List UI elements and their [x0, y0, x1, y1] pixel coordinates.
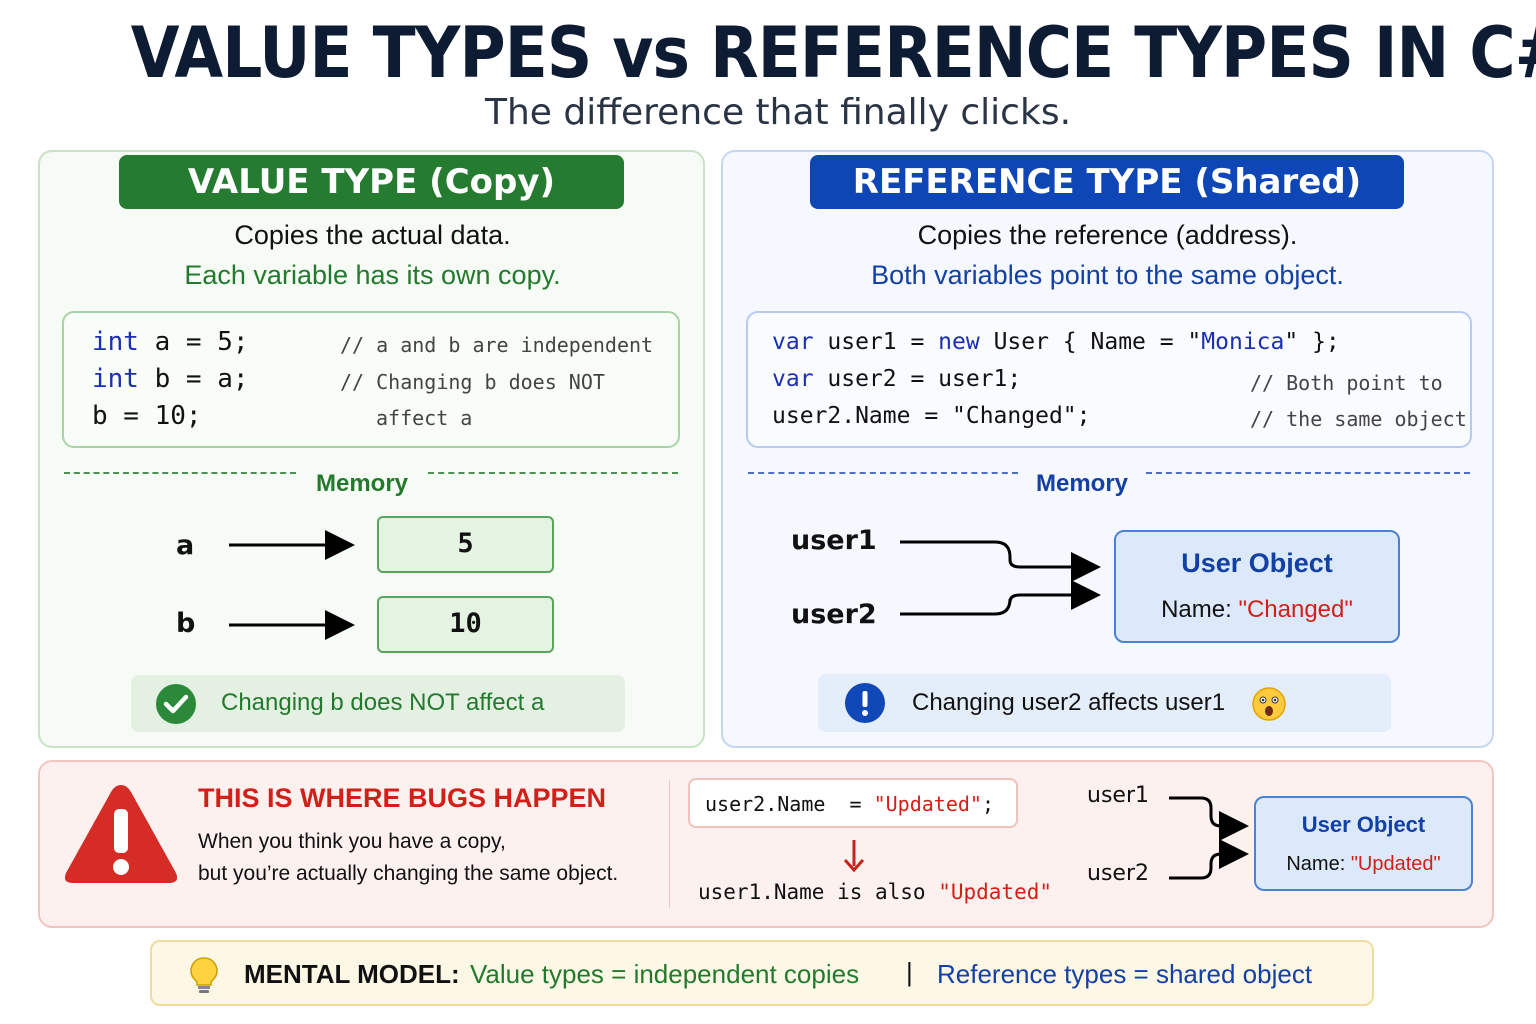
user-object-title: User Object	[1181, 548, 1333, 578]
exclamation-circle-icon	[845, 683, 885, 723]
bug-arrow-user1	[1169, 796, 1249, 841]
code-line-3: user2.Name = "Changed";	[772, 403, 1091, 429]
memory-box-b: 10	[377, 596, 554, 653]
down-arrow-icon	[843, 840, 865, 873]
value-arrows	[229, 530, 355, 640]
code-line-3: b = 10;	[92, 401, 202, 431]
value-type-desc-2: Each variable has its own copy.	[184, 260, 561, 290]
code-text: user2 = user1;	[813, 366, 1022, 392]
code-line-2: var user2 = user1;	[772, 366, 1021, 392]
code-comment-2: // Changing b does NOT	[340, 370, 605, 394]
reference-type-desc-1: Copies the reference (address).	[917, 220, 1298, 250]
arrow-user1	[900, 540, 1101, 582]
code-comment-3: affect a	[376, 406, 473, 430]
mental-model-separator: |	[906, 957, 913, 987]
reference-arrows	[900, 540, 1101, 616]
bug-text-line-2: but you’re actually changing the same ob…	[198, 862, 619, 885]
name-value: "Updated"	[1350, 853, 1441, 875]
shocked-face-icon	[1252, 687, 1286, 721]
reference-note-text: Changing user2 affects user1	[912, 689, 1226, 716]
code-keyword: var	[772, 366, 814, 392]
memory-divider-left	[748, 472, 1018, 474]
bug-arrows	[1169, 796, 1249, 880]
user-object-name: Name: "Changed"	[1116, 596, 1398, 624]
name-label: Name:	[1161, 596, 1239, 623]
reference-type-desc-2: Both variables point to the same object.	[871, 260, 1344, 290]
bug-user2-label: user2	[1087, 861, 1149, 886]
bug-heading: THIS IS WHERE BUGS HAPPEN	[198, 783, 607, 813]
result-prefix: user1.Name is also	[698, 880, 939, 904]
code-text: user1 =	[813, 329, 939, 355]
bug-result-text: user1.Name is also "Updated"	[698, 880, 1052, 905]
variable-user2-label: user2	[791, 599, 877, 630]
name-label: Name:	[1286, 853, 1351, 875]
reference-type-note: Changing user2 affects user1	[818, 674, 1391, 732]
reference-memory-label: Memory	[1035, 470, 1129, 497]
value-type-note: Changing b does NOT affect a	[131, 675, 625, 732]
reference-type-panel	[721, 150, 1494, 748]
variable-a-label: a	[176, 530, 195, 561]
bug-text-line-1: When you think you have a copy,	[198, 830, 506, 853]
mental-model-value-text: Value types = independent copies	[470, 959, 860, 989]
mental-model-reference-text: Reference types = shared object	[937, 959, 1313, 989]
code-keyword: int	[92, 364, 139, 394]
code-line-1: int a = 5;	[92, 327, 249, 357]
variable-b-label: b	[176, 608, 196, 639]
value-memory-label: Memory	[315, 470, 409, 497]
mental-model-bar: MENTAL MODEL: Value types = independent …	[150, 940, 1374, 1006]
lightbulb-icon	[190, 957, 218, 993]
code-string: "Updated"	[873, 792, 982, 816]
value-note-text: Changing b does NOT affect a	[221, 689, 545, 716]
code-comment-2: // the same object	[1250, 407, 1467, 431]
code-line-2: int b = a;	[92, 364, 249, 394]
memory-divider-right	[428, 472, 678, 474]
value-type-code-block: int a = 5; int b = a; b = 10; // a and b…	[62, 311, 680, 448]
user-object-box: User Object Name: "Changed"	[1114, 530, 1400, 643]
value-type-panel	[38, 150, 705, 748]
variable-user1-label: user1	[791, 525, 877, 556]
bug-user1-label: user1	[1087, 783, 1149, 808]
bug-user-object-title: User Object	[1301, 812, 1426, 837]
code-keyword: int	[92, 327, 139, 357]
code-string: Monica	[1201, 329, 1285, 355]
code-text: " };	[1284, 329, 1340, 355]
value-type-desc-1: Copies the actual data.	[234, 220, 511, 250]
code-text: ;	[981, 792, 994, 816]
code-keyword: var	[772, 329, 814, 355]
warning-triangle-icon	[64, 785, 178, 883]
code-text: User { Name = "	[979, 329, 1202, 355]
value-type-header: VALUE TYPE (Copy)	[119, 155, 624, 209]
code-line-1: var user1 = new User { Name = "Monica" }…	[772, 329, 1340, 355]
check-circle-icon	[156, 684, 196, 724]
page-subtitle: The difference that finally clicks.	[484, 92, 1072, 133]
reference-type-code-block: var user1 = new User { Name = "Monica" }…	[746, 311, 1472, 448]
result-value: "Updated"	[938, 880, 1053, 904]
memory-divider-left	[64, 472, 296, 474]
name-value: "Changed"	[1238, 596, 1353, 623]
bug-user-object-name: Name: "Updated"	[1256, 853, 1471, 876]
code-comment-1: // Both point to	[1250, 371, 1443, 395]
bug-code-box: user2.Name = "Updated";	[688, 778, 1018, 828]
bug-arrow-user2	[1169, 839, 1249, 880]
code-keyword: new	[938, 329, 980, 355]
memory-box-a: 5	[377, 516, 554, 573]
bug-divider	[669, 780, 670, 908]
memory-divider-right	[1146, 472, 1470, 474]
arrow-user2	[900, 580, 1101, 616]
code-text: b = a;	[138, 364, 249, 394]
mental-model-label: MENTAL MODEL:	[244, 959, 460, 989]
code-comment-1: // a and b are independent	[340, 333, 654, 357]
bug-user-object-box: User Object Name: "Updated"	[1254, 796, 1473, 891]
reference-type-header: REFERENCE TYPE (Shared)	[810, 155, 1404, 209]
code-text: user2.Name =	[705, 792, 874, 816]
code-text: a = 5;	[138, 327, 249, 357]
page-title: VALUE TYPES vs REFERENCE TYPES IN C#	[130, 12, 1536, 94]
